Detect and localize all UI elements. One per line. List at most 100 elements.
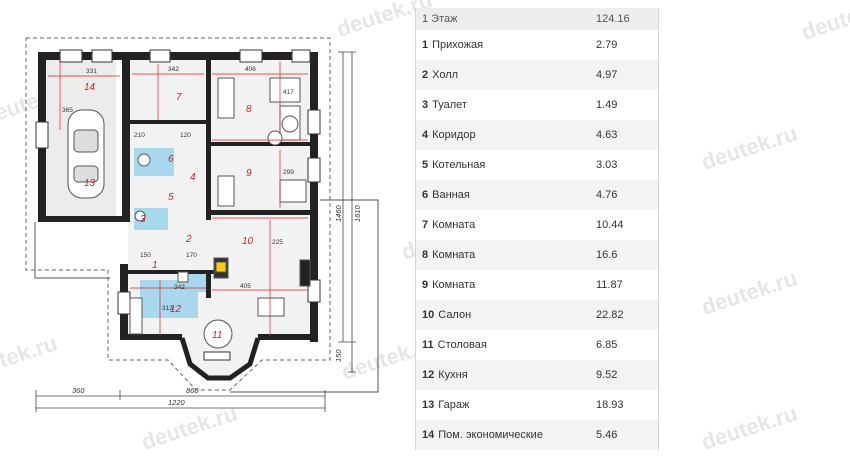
room-num: 14 [422, 429, 435, 441]
room-number: 1 [152, 260, 158, 271]
bay-walls [179, 337, 261, 381]
room-name: Прихожая [432, 39, 484, 51]
dim-right-label: 860 [186, 386, 199, 395]
windows [35, 49, 321, 361]
dim-label: 150 [140, 252, 151, 259]
room-name: Пом. экономические [438, 429, 543, 441]
watermark: deutek.ru [698, 400, 801, 455]
room-number: 9 [246, 168, 252, 179]
dim-total-label: 1220 [168, 398, 186, 407]
floor-total: 124.16 [590, 8, 658, 30]
room-num: 9 [422, 279, 429, 291]
dim-left-label: 360 [72, 386, 85, 395]
dim-label: 406 [245, 66, 256, 73]
room-number: 4 [190, 172, 196, 183]
outer-dimension-lines [35, 51, 356, 412]
room-name: Комната [432, 219, 476, 231]
room-name: Салон [438, 309, 472, 321]
room-num: 3 [422, 99, 429, 111]
driveway-outline [34, 222, 110, 279]
room-num: 13 [422, 399, 435, 411]
dim-label: 313 [162, 305, 173, 312]
dim-label: 405 [240, 283, 251, 290]
room-area: 1.49 [590, 90, 658, 120]
watermark: deutek.ru [798, 0, 850, 45]
room-num: 7 [422, 219, 429, 231]
room-dimension-lines [48, 62, 308, 336]
dim-label: 331 [86, 68, 97, 75]
dim-h3-label: 150 [334, 349, 343, 362]
room-num: 12 [422, 369, 435, 381]
room-number: 5 [168, 192, 174, 203]
room-num: 11 [422, 339, 434, 351]
floor-plan: 331 342 406 417 299 120 210 170 342 405 … [25, 37, 379, 412]
room-num: 1 [422, 39, 429, 51]
dim-label: 365 [62, 107, 73, 114]
dim-label: 120 [180, 132, 191, 139]
room-name: Коридор [432, 129, 476, 141]
room-number: 11 [212, 330, 222, 341]
terrace-outline [230, 199, 379, 393]
dim-h2-label: 1610 [353, 204, 362, 222]
room-area: 2.79 [590, 30, 658, 60]
room-number: 7 [176, 92, 182, 103]
room-num: 8 [422, 249, 429, 261]
dim-label: 342 [174, 284, 185, 291]
room-number: 6 [168, 154, 174, 165]
room-area: 10.44 [590, 210, 658, 240]
room-name: Гараж [438, 399, 470, 411]
room-area: 4.63 [590, 120, 658, 150]
room-name: Комната [432, 249, 476, 261]
room-num: 4 [422, 129, 429, 141]
room-name: Кухня [438, 369, 468, 381]
room-num: 2 [422, 69, 429, 81]
dim-label: 299 [283, 169, 294, 176]
room-area: 4.97 [590, 60, 658, 90]
room-number: 12 [170, 304, 182, 315]
room-area: 3.03 [590, 150, 658, 180]
room-area: 11.87 [590, 270, 658, 300]
dim-label: 225 [272, 239, 283, 246]
room-area: 9.52 [590, 360, 658, 390]
dim-label: 342 [168, 66, 179, 73]
room-num: 10 [422, 309, 435, 321]
watermark: deutek.ru [698, 265, 801, 320]
table-header-row: 1 Этаж 124.16 [416, 8, 658, 30]
watermark: deutek.ru [698, 120, 801, 175]
room-num: 6 [422, 189, 429, 201]
room-number: 2 [185, 234, 192, 245]
car-icon [67, 109, 105, 199]
room-area: 5.46 [590, 420, 658, 450]
room-number: 8 [246, 104, 252, 115]
floor-label: 1 Этаж [416, 8, 590, 30]
room-area: 22.82 [590, 300, 658, 330]
room-num: 5 [422, 159, 429, 171]
room-name: Комната [432, 279, 476, 291]
room-name: Туалет [432, 99, 467, 111]
room-number: 3 [140, 214, 146, 225]
